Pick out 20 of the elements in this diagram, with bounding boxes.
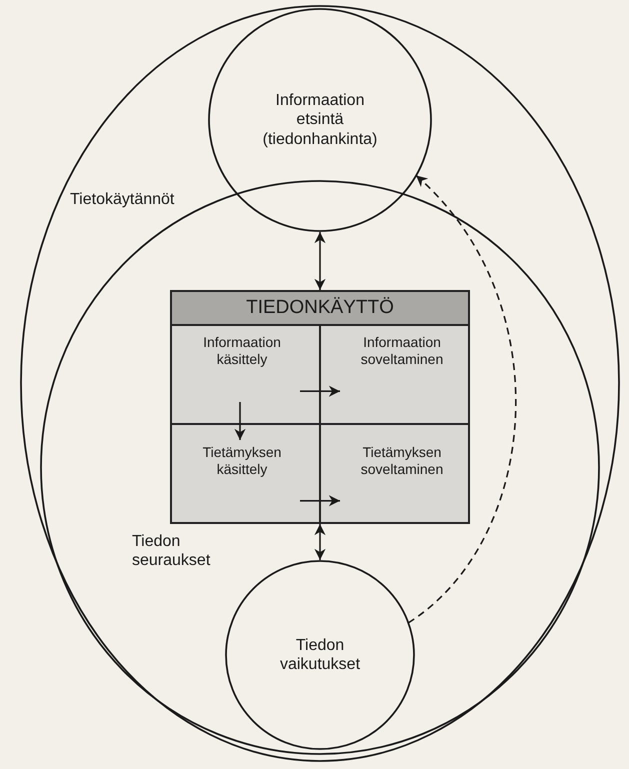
arrow	[300, 495, 340, 506]
title-bar: TIEDONKÄYTTÖ	[172, 292, 468, 326]
cell-label: Informaation soveltaminen	[360, 333, 444, 368]
double-arrow	[314, 232, 326, 290]
arrow	[234, 402, 246, 440]
circle	[208, 8, 432, 232]
double-arrow	[314, 524, 326, 560]
region-label: Tiedon seuraukset	[132, 532, 212, 570]
outer-ellipse	[20, 5, 620, 762]
cell-label: Informaation käsittely	[202, 333, 282, 368]
inner-ellipse	[40, 180, 600, 755]
arrow	[300, 386, 340, 397]
circle	[225, 560, 415, 750]
circle-label: Informaation etsintä (tiedonhankinta)	[262, 91, 378, 149]
region-label: Tietokäytännöt	[70, 190, 174, 210]
cell-label: Tietämyksen soveltaminen	[360, 443, 444, 478]
dashed-arrow	[408, 174, 516, 624]
grid-box	[170, 290, 470, 524]
cell-label: Tietämyksen käsittely	[202, 443, 282, 478]
circle-label: Tiedon vaikutukset	[278, 636, 362, 674]
